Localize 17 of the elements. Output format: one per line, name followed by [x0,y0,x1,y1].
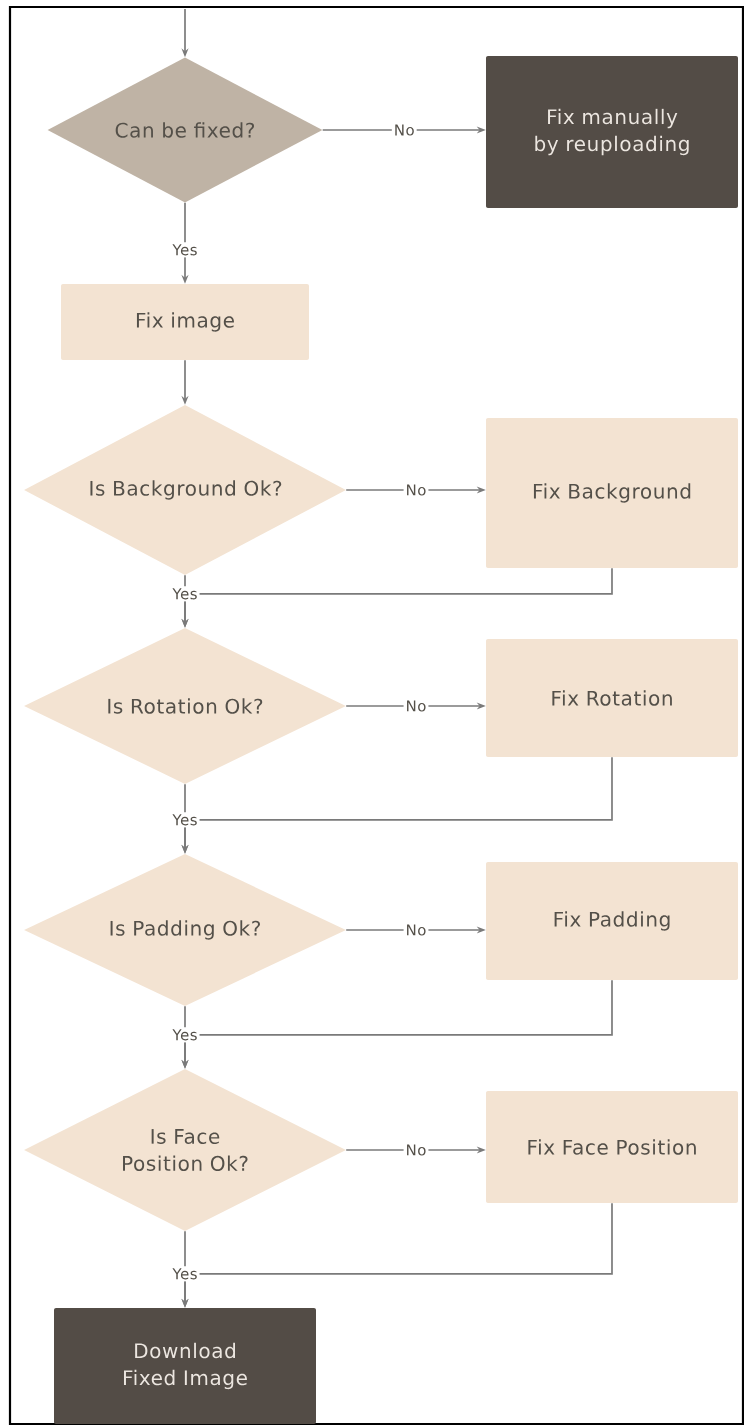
edge-label: No [403,482,429,498]
edge-label: No [391,122,417,138]
edge-label: Yes [170,812,200,828]
edge-label: No [403,1142,429,1158]
process-box: Fix Background [486,418,738,568]
edge-label: Yes [170,1027,200,1043]
process-box: Download Fixed Image [54,1308,316,1424]
process-box: Fix Padding [486,862,738,980]
edge-label: No [403,922,429,938]
edge-label: Yes [170,1266,200,1282]
edge-label: No [403,698,429,714]
process-box: Fix image [61,284,309,360]
process-box: Fix Face Position [486,1091,738,1203]
edge-label: Yes [170,586,200,602]
process-box: Fix Rotation [486,639,738,757]
process-box: Fix manually by reuploading [486,56,738,208]
edge-label: Yes [170,242,200,258]
